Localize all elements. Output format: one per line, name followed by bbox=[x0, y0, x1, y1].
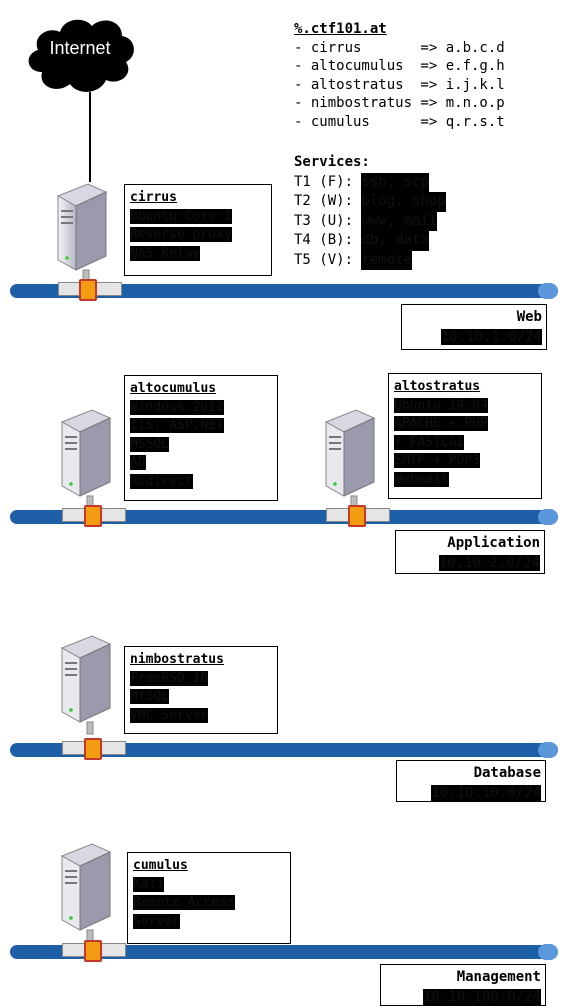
host-detail-redacted: NAS Relay bbox=[130, 245, 201, 261]
host-info-nimbostratus: nimbostratus FreeBSD 10 MYSQL VNC Server bbox=[124, 646, 278, 734]
host-detail-redacted: MSSQL bbox=[130, 436, 170, 452]
host-detail-redacted: APACHE + PHP bbox=[394, 416, 488, 431]
connector-icon bbox=[84, 940, 102, 962]
legend-row: - cirrus => a.b.c.d bbox=[294, 39, 505, 56]
legend-title: %.ctf101.at bbox=[294, 21, 387, 37]
management-network-label: Management 10.10.100.0/24 bbox=[380, 964, 546, 1006]
host-detail-redacted: SMTP + POP3 bbox=[394, 453, 481, 468]
network-name: Web bbox=[516, 309, 542, 325]
host-detail-redacted: Ubuntu 14.04 bbox=[394, 397, 488, 413]
host-detail-redacted: Reverse proxy bbox=[130, 227, 232, 242]
internet-uplink-line bbox=[89, 92, 91, 182]
host-detail-redacted: Server bbox=[133, 913, 180, 929]
host-info-altocumulus: altocumulus Windows 2012 IIS, ASP.NET MS… bbox=[124, 375, 278, 501]
server-icon bbox=[52, 838, 132, 948]
application-network-bus bbox=[10, 509, 558, 525]
service-value-redacted: www, mail bbox=[361, 211, 438, 231]
host-info-cumulus: cumulus Kali Remote Access Server bbox=[127, 852, 291, 944]
service-prefix: T3 (U): bbox=[294, 212, 362, 229]
host-detail-redacted: IIS, ASP.NET bbox=[130, 418, 224, 433]
internet-cloud-icon bbox=[28, 19, 134, 92]
legend-row: - altostratus => i.j.k.l bbox=[294, 76, 505, 93]
application-network-label: Application 10.10.2.0/24 bbox=[395, 530, 545, 574]
host-info-altostratus: altostratus Ubuntu 14.04 APACHE + PHP + … bbox=[388, 373, 542, 499]
host-detail-redacted: + FASTCGI bbox=[394, 434, 465, 450]
legend-row: - nimbostratus => m.n.o.p bbox=[294, 95, 505, 111]
database-network-bus bbox=[10, 742, 558, 758]
service-row: T1 (F): ssh, scp bbox=[294, 172, 446, 192]
web-network-bus bbox=[10, 283, 558, 299]
service-prefix: T1 (F): bbox=[294, 173, 362, 190]
connector-icon bbox=[84, 738, 102, 760]
web-network-label: Web 10.10.1.0/24 bbox=[401, 304, 547, 350]
host-detail-redacted: AD bbox=[130, 455, 146, 470]
network-ip-redacted: 10.10.2.0/24 bbox=[438, 555, 540, 571]
host-detail-redacted: VNC Server bbox=[130, 707, 209, 723]
network-ip-redacted: 10.10.1.0/24 bbox=[440, 329, 542, 345]
services-title: Services: bbox=[294, 154, 370, 170]
service-row: T2 (W): blog, shop bbox=[294, 192, 446, 212]
network-name: Database bbox=[473, 765, 541, 781]
connector-icon bbox=[79, 279, 97, 301]
services-list: Services: T1 (F): ssh, scp T2 (W): blog,… bbox=[294, 153, 446, 270]
service-row: T4 (B): db, data bbox=[294, 231, 446, 251]
host-detail-redacted: MYSQL bbox=[130, 689, 170, 704]
service-prefix: T4 (B): bbox=[294, 232, 362, 248]
host-detail-redacted: Redirect bbox=[130, 473, 193, 489]
service-prefix: T5 (V): bbox=[294, 251, 362, 268]
hostname-legend: %.ctf101.at - cirrus => a.b.c.d - altocu… bbox=[294, 20, 505, 131]
server-icon bbox=[316, 404, 396, 514]
host-detail-redacted: Ubuntu Core 1 bbox=[130, 208, 232, 224]
server-icon bbox=[48, 178, 128, 288]
connector-icon bbox=[348, 505, 366, 527]
host-name: altocumulus bbox=[130, 381, 217, 396]
service-value-redacted: db, data bbox=[361, 231, 429, 251]
network-name: Application bbox=[447, 535, 540, 551]
service-row: T3 (U): www, mail bbox=[294, 211, 446, 231]
service-value-redacted: ssh, scp bbox=[361, 172, 429, 192]
host-detail-redacted: Remote Access bbox=[133, 895, 235, 910]
host-name: nimbostratus bbox=[130, 652, 224, 667]
service-prefix: T2 (W): bbox=[294, 193, 362, 209]
host-detail-redacted: Windows 2012 bbox=[130, 399, 224, 415]
network-name: Management bbox=[456, 969, 541, 985]
server-icon bbox=[52, 404, 132, 514]
database-network-label: Database 10.10.10.0/24 bbox=[396, 760, 546, 802]
network-ip-redacted: 10.10.100.0/24 bbox=[422, 989, 541, 1005]
service-value-redacted: remote bbox=[361, 250, 413, 270]
host-detail-redacted: Webmail bbox=[394, 471, 449, 487]
network-ip-redacted: 10.10.10.0/24 bbox=[431, 785, 541, 801]
server-icon bbox=[52, 630, 132, 740]
legend-row: - altocumulus => e.f.g.h bbox=[294, 58, 505, 74]
host-detail-redacted: FreeBSD 10 bbox=[130, 670, 209, 686]
connector-icon bbox=[84, 505, 102, 527]
host-name: cumulus bbox=[133, 858, 188, 873]
service-value-redacted: blog, shop bbox=[361, 192, 446, 212]
legend-row: - cumulus => q.r.s.t bbox=[294, 113, 505, 130]
host-name: altostratus bbox=[394, 379, 481, 394]
host-detail-redacted: Kali bbox=[133, 876, 165, 892]
host-info-cirrus: cirrus Ubuntu Core 1 Reverse proxy NAS R… bbox=[124, 184, 272, 276]
service-row: T5 (V): remote bbox=[294, 250, 446, 270]
management-network-bus bbox=[10, 944, 558, 960]
host-name: cirrus bbox=[130, 190, 177, 205]
internet-label: Internet bbox=[49, 38, 111, 58]
